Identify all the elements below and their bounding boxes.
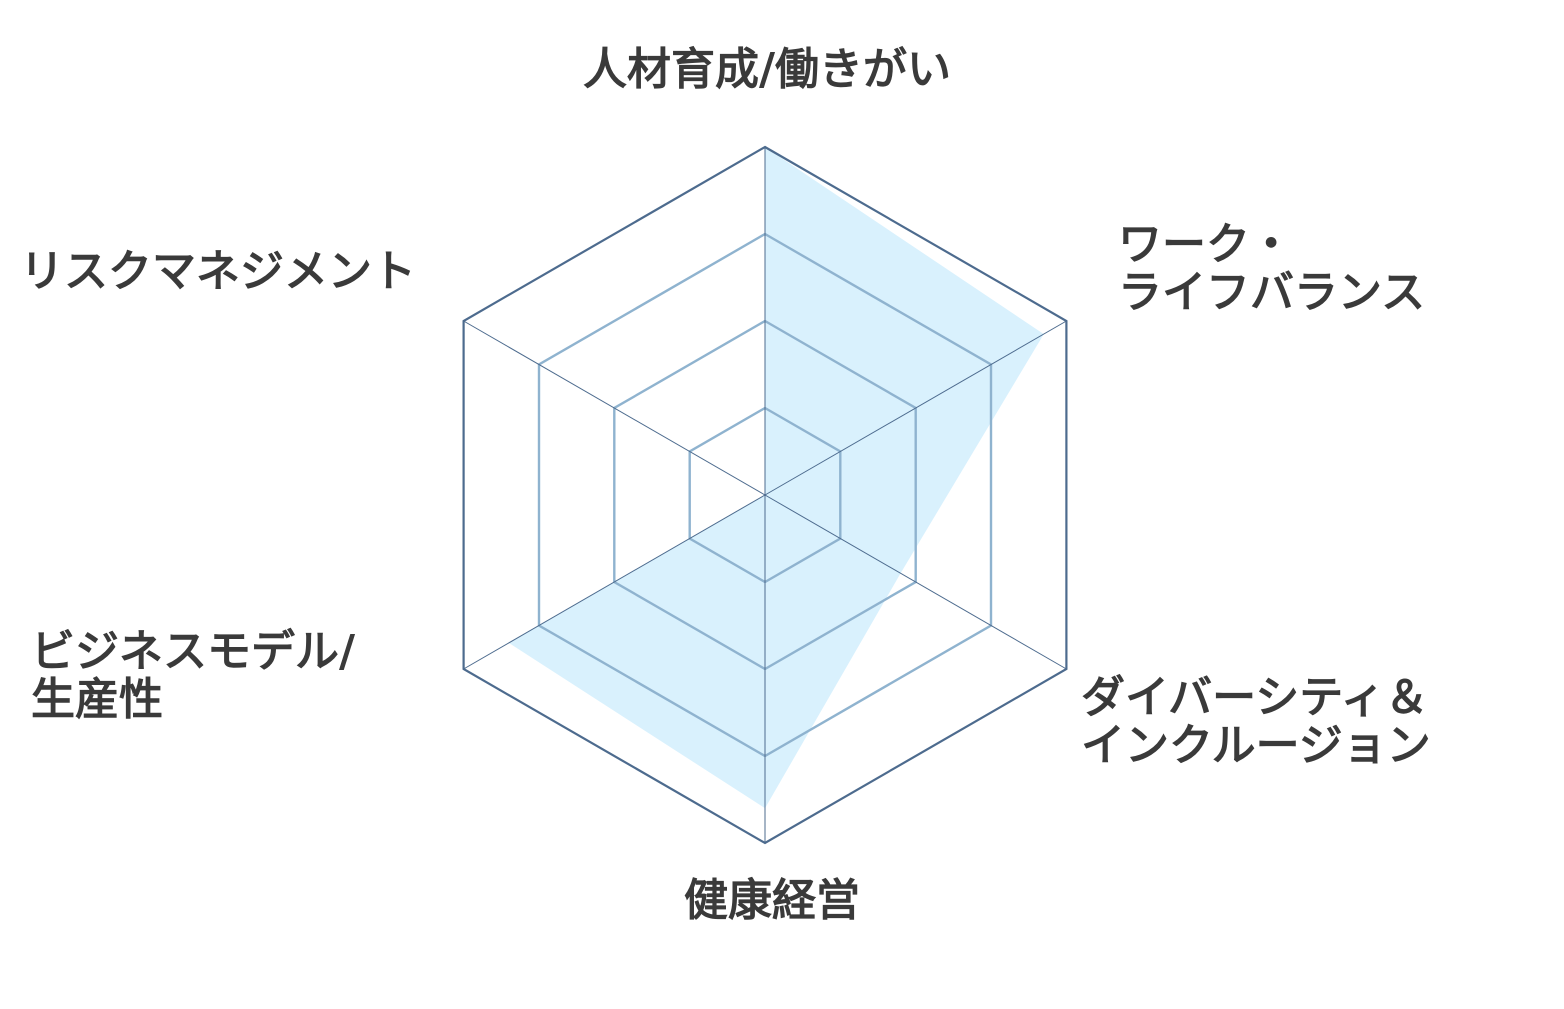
- axis-spoke-2: [764, 494, 1067, 670]
- axis-spoke-4: [463, 494, 766, 670]
- axis-label-3: 健康経営: [684, 875, 860, 926]
- axis-label-4: ビジネスモデル/ 生産性: [31, 626, 370, 725]
- series-area-0: [508, 147, 1044, 809]
- axis-label-5: リスクマネジメント: [20, 246, 416, 297]
- axis-label-2: ダイバーシティ＆ インクルージョン: [1081, 672, 1444, 771]
- axis-label-2-line-1: インクルージョン: [1081, 720, 1431, 771]
- axis-label-1-line-0: ワーク・: [1118, 219, 1293, 270]
- axis-label-1: ワーク・ ライフバランス: [1118, 219, 1425, 318]
- axis-label-2-line-0: ダイバーシティ＆: [1081, 672, 1429, 723]
- axis-label-0: 人材育成/働きがい: [583, 44, 951, 95]
- axis-label-0-line-0: 人材育成/働きがい: [583, 44, 951, 95]
- axis-label-1-line-1: ライフバランス: [1118, 267, 1425, 318]
- series-layer: [508, 147, 1044, 809]
- axis-spoke-5: [463, 320, 766, 496]
- spoke-layer: [463, 147, 1067, 843]
- axis-label-4-line-1: 生産性: [31, 674, 163, 725]
- axis-spoke-1: [764, 320, 1067, 496]
- axis-label-5-line-0: リスクマネジメント: [20, 246, 416, 297]
- axis-label-4-line-0: ビジネスモデル/: [31, 626, 356, 677]
- axis-label-3-line-0: 健康経営: [684, 875, 860, 926]
